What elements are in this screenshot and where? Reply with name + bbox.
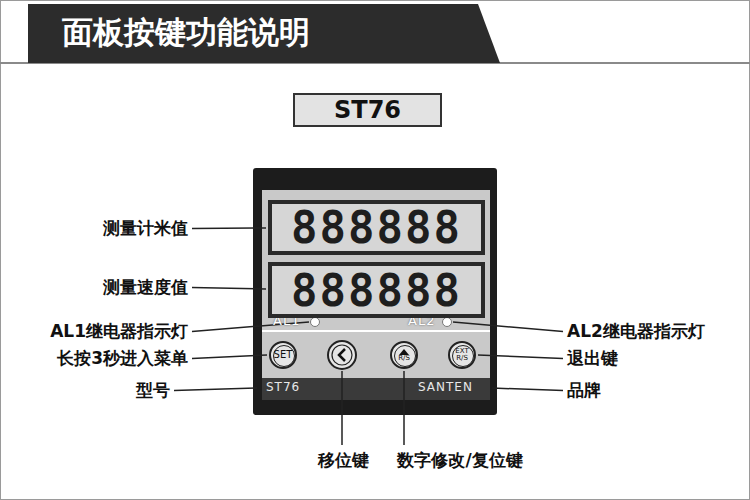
button-text: EXT R/S xyxy=(453,348,471,362)
device-bottom-band xyxy=(262,378,490,400)
leader-line xyxy=(492,388,563,391)
title-text: 面板按键功能说明 xyxy=(62,12,310,54)
button-text: R/S xyxy=(398,355,410,362)
al2-led xyxy=(443,318,452,327)
device-housing xyxy=(253,168,497,415)
panel-button: R/S xyxy=(390,341,418,369)
callout-label: 长按3秒进入菜单 xyxy=(57,347,188,370)
al1-led xyxy=(311,318,320,327)
callout-label: AL1继电器指示灯 xyxy=(50,320,188,343)
leader-line xyxy=(192,355,267,359)
segment-digits: 888888 xyxy=(291,202,462,253)
callout-label: 数字修改/复位键 xyxy=(397,449,522,472)
callout-label: 型号 xyxy=(136,379,170,402)
display-window: 888888 xyxy=(268,200,485,255)
callout-label: AL2继电器指示灯 xyxy=(567,320,705,343)
callout-label: 退出键 xyxy=(567,347,618,370)
callout-label: 移位键 xyxy=(318,449,369,472)
shift-button-ring xyxy=(332,345,352,365)
leader-line xyxy=(192,288,266,290)
title-banner xyxy=(28,4,500,63)
shift-arrow xyxy=(339,349,345,361)
panel-button: EXT R/S xyxy=(448,341,476,369)
button-text: SET xyxy=(274,350,293,360)
display-window: 888888 xyxy=(268,262,485,318)
face-divider xyxy=(262,330,490,332)
model-mark: ST76 xyxy=(266,380,300,394)
device-face xyxy=(262,190,490,380)
shift-button xyxy=(328,341,356,369)
leader-line xyxy=(403,371,405,445)
callout-label: 品牌 xyxy=(567,379,601,402)
model-box: ST76 xyxy=(293,93,442,127)
leader-line xyxy=(478,355,563,359)
panel-button: SET xyxy=(269,341,297,369)
model-title: ST76 xyxy=(334,96,401,124)
brand-mark: SANTEN xyxy=(418,380,473,394)
leader-line xyxy=(174,388,257,391)
leader-line xyxy=(453,322,563,332)
segment-digits: 888888 xyxy=(291,265,462,316)
callout-label: 测量计米值 xyxy=(103,217,188,240)
device-panel: AL1AL2ST76SANTEN888888888888SETR/SEXT R/… xyxy=(253,168,497,415)
leader-line xyxy=(192,227,266,229)
leader-line xyxy=(341,371,343,445)
callout-label: 测量速度值 xyxy=(103,276,188,299)
